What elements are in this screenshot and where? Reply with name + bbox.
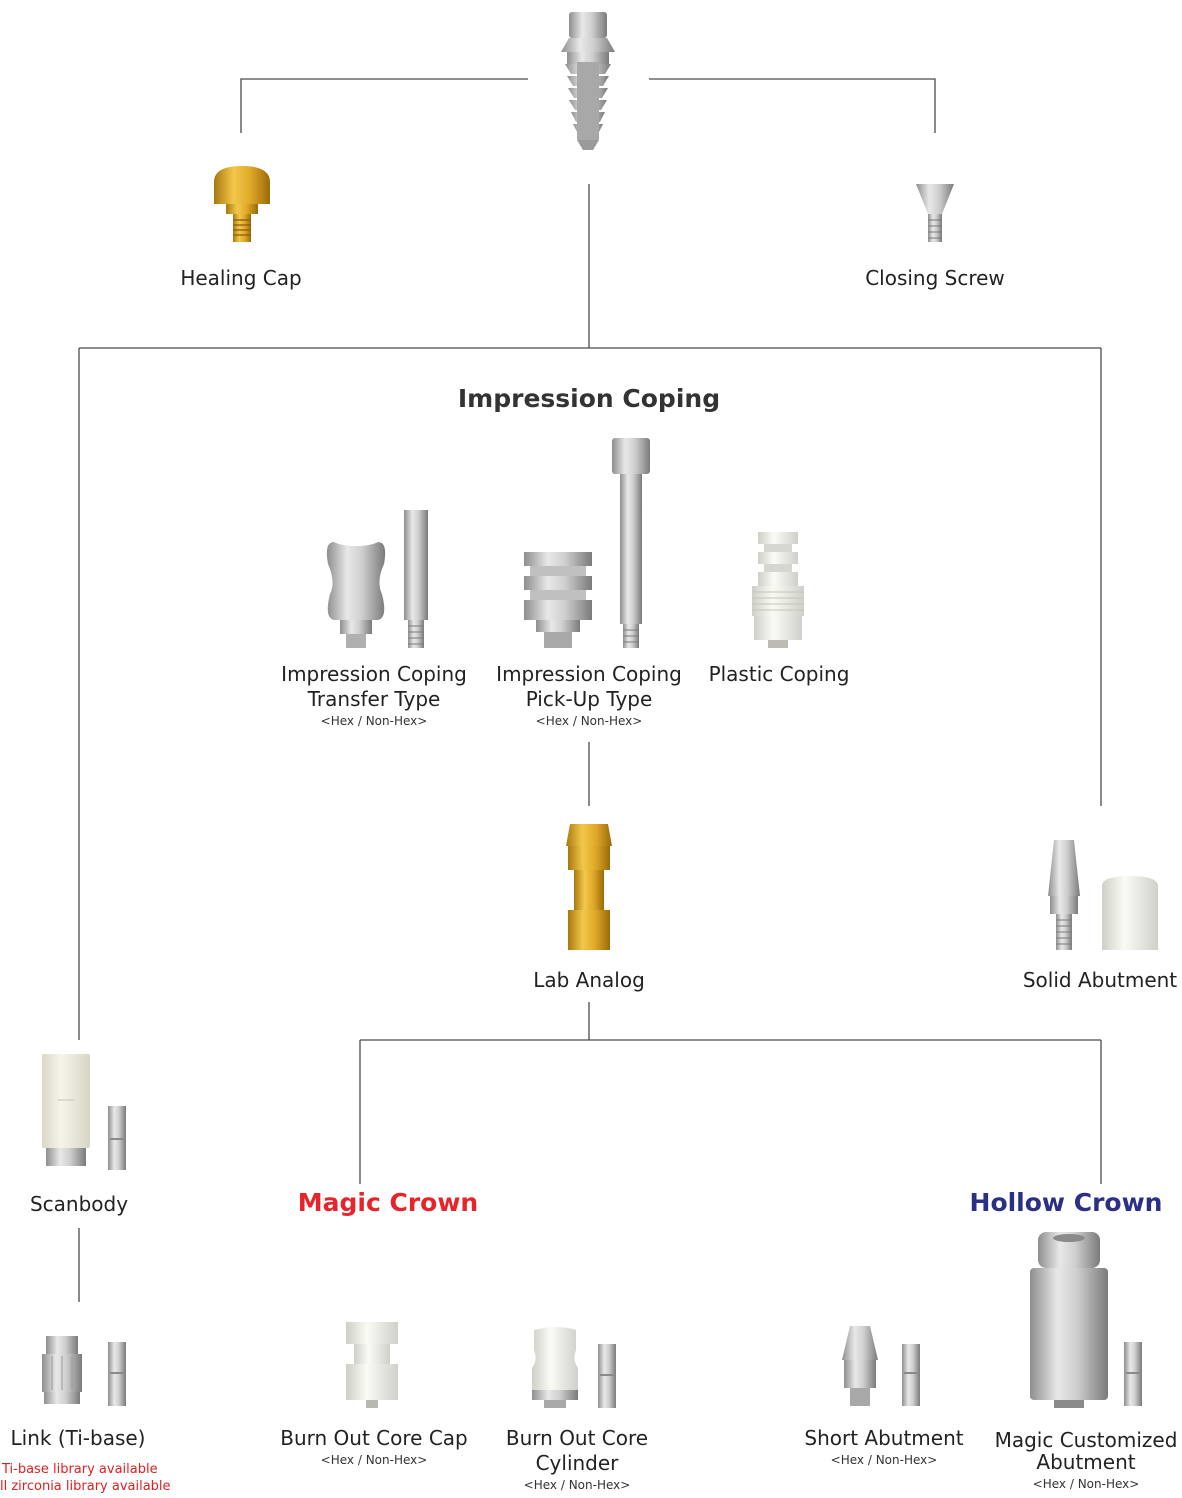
pickup-coping-hex-note: <Hex / Non-Hex> bbox=[535, 714, 643, 728]
pickup-coping-label-line1: Impression Coping bbox=[496, 662, 682, 686]
line-implant-closing-screw bbox=[649, 78, 936, 133]
burn-out-cylinder-hex-note: <Hex / Non-Hex> bbox=[523, 1478, 631, 1492]
burn-out-cylinder-label-line1: Burn Out Core bbox=[505, 1426, 649, 1450]
healing-cap-icon bbox=[214, 166, 270, 242]
healing-cap-label: Healing Cap bbox=[180, 266, 302, 290]
solid-abutment-icon bbox=[1048, 840, 1158, 950]
closing-screw-label: Closing Screw bbox=[865, 266, 1005, 290]
zirconia-library-note: ll zirconia library available bbox=[0, 1479, 171, 1494]
burn-out-cap-icon bbox=[346, 1322, 398, 1408]
customized-abutment-label-line2: Abutment bbox=[1036, 1450, 1136, 1474]
short-abutment-hex-note: <Hex / Non-Hex> bbox=[830, 1453, 938, 1467]
lab-analog-label: Lab Analog bbox=[533, 968, 645, 992]
link-tibase-icon bbox=[42, 1336, 126, 1406]
pickup-coping-icon bbox=[524, 438, 650, 648]
hollow-crown-title: Hollow Crown bbox=[969, 1188, 1163, 1217]
customized-abutment-icon bbox=[1030, 1232, 1142, 1408]
magic-crown-title: Magic Crown bbox=[297, 1188, 479, 1217]
plastic-coping-icon bbox=[752, 532, 804, 648]
lab-analog-icon bbox=[566, 824, 612, 950]
transfer-coping-label-line1: Impression Coping bbox=[281, 662, 467, 686]
short-abutment-icon bbox=[842, 1326, 920, 1406]
scanbody-label: Scanbody bbox=[29, 1192, 129, 1216]
burn-out-cap-label: Burn Out Core Cap bbox=[280, 1426, 468, 1450]
customized-abutment-label-line1: Magic Customized bbox=[994, 1428, 1178, 1452]
burn-out-cap-hex-note: <Hex / Non-Hex> bbox=[320, 1453, 428, 1467]
transfer-coping-label-line2: Transfer Type bbox=[307, 687, 441, 711]
tibase-library-note: Ti-base library available bbox=[2, 1462, 158, 1477]
short-abutment-label: Short Abutment bbox=[804, 1426, 964, 1450]
line-implant-healing-cap bbox=[240, 78, 528, 133]
plastic-coping-label: Plastic Coping bbox=[708, 662, 850, 686]
pickup-coping-label-line2: Pick-Up Type bbox=[525, 687, 653, 711]
transfer-coping-hex-note: <Hex / Non-Hex> bbox=[320, 714, 428, 728]
implant-fixture-icon bbox=[561, 12, 615, 150]
customized-abutment-hex-note: <Hex / Non-Hex> bbox=[1032, 1477, 1140, 1491]
scanbody-icon bbox=[42, 1054, 126, 1170]
impression-coping-title: Impression Coping bbox=[457, 384, 721, 413]
solid-abutment-label: Solid Abutment bbox=[1022, 968, 1178, 992]
burn-out-cylinder-icon bbox=[532, 1327, 616, 1408]
burn-out-cylinder-label-line2: Cylinder bbox=[535, 1451, 619, 1475]
transfer-coping-icon bbox=[326, 510, 428, 648]
closing-screw-icon bbox=[916, 184, 954, 242]
link-tibase-label: Link (Ti-base) bbox=[10, 1426, 146, 1450]
